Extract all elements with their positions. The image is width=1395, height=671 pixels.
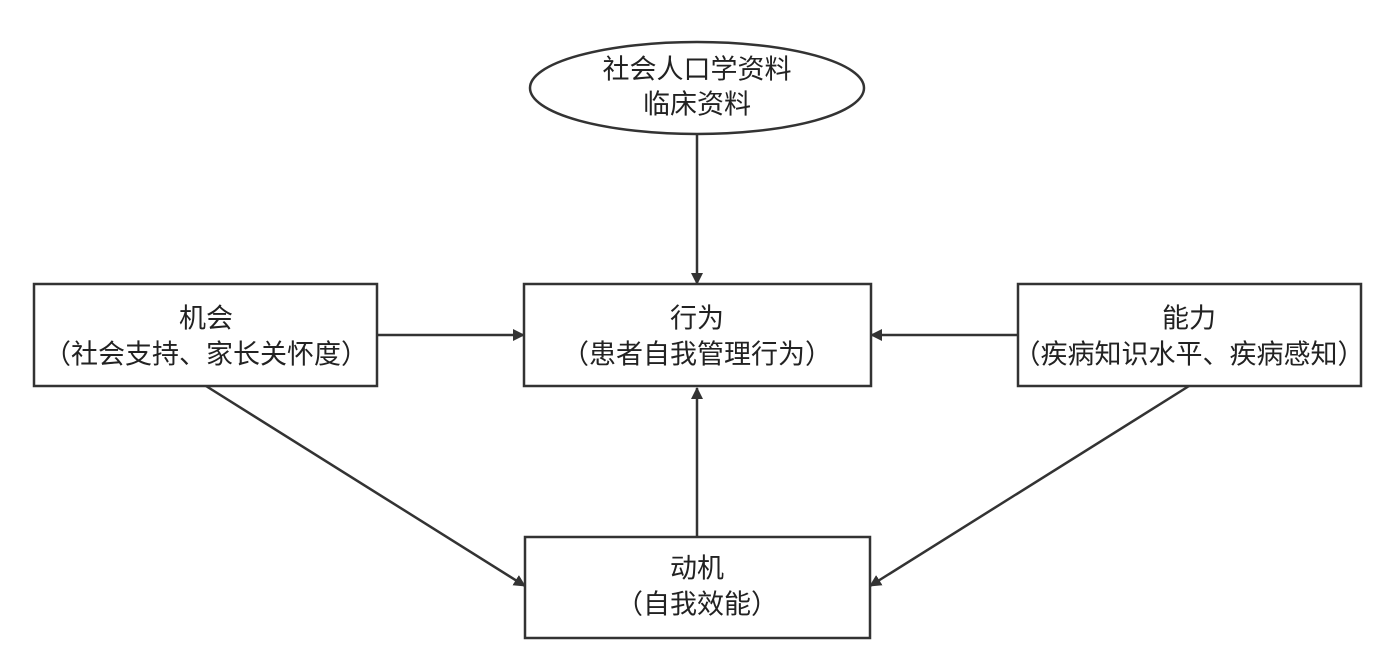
opportunity-box <box>32 282 379 388</box>
motivation-box <box>523 535 872 640</box>
behavior-box <box>522 282 873 388</box>
opportunity-label-line1: 机会 <box>179 304 233 335</box>
behavior-label-line1: 行为 <box>670 304 724 335</box>
motivation-label-line1: 动机 <box>670 554 724 585</box>
motivation-label-line2: （自我效能） <box>616 590 778 621</box>
capability-label-line1: 能力 <box>1162 304 1216 335</box>
node-capability: 能力 （疾病知识水平、疾病感知） <box>1014 282 1365 388</box>
node-motivation: 动机 （自我效能） <box>523 535 872 640</box>
demographics-label-line1: 社会人口学资料 <box>603 55 792 86</box>
edges <box>205 134 1190 588</box>
edge-capability-to-motivation <box>869 384 1190 588</box>
capability-box <box>1016 282 1363 388</box>
edge-opportunity-to-motivation <box>205 384 526 588</box>
node-opportunity: 机会 （社会支持、家长关怀度） <box>32 282 379 388</box>
demographics-ellipse <box>528 40 866 136</box>
demographics-label-line2: 临床资料 <box>643 90 751 121</box>
opportunity-label-line2: （社会支持、家长关怀度） <box>44 340 368 371</box>
behavior-label-line2: （患者自我管理行为） <box>562 340 832 371</box>
node-demographics: 社会人口学资料 临床资料 <box>528 40 866 136</box>
node-behavior: 行为 （患者自我管理行为） <box>522 282 873 388</box>
capability-label-line2: （疾病知识水平、疾病感知） <box>1014 340 1365 371</box>
